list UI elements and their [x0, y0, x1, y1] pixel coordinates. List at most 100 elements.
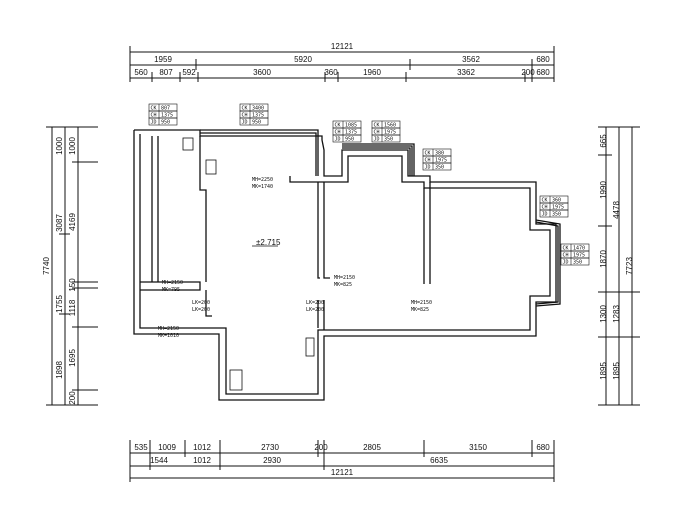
top-dim: 680 [536, 68, 550, 77]
opening-key: JD [242, 120, 248, 126]
opening-key: CH [542, 205, 548, 211]
top-dim: 3562 [462, 55, 480, 64]
door-label: MK=825 [334, 282, 352, 288]
left-dim: 1898 [55, 361, 64, 379]
left-dim: 4169 [68, 213, 77, 231]
top-total-dim: 12121 [331, 42, 354, 51]
opening-value: 3400 [252, 106, 264, 112]
opening-key: JD [425, 165, 431, 171]
opening-value: 350 [573, 260, 582, 266]
top-dim: 1959 [154, 55, 172, 64]
left-total-dim: 7740 [42, 257, 51, 275]
opening-key: CK [542, 198, 548, 204]
door-label: MK=1740 [252, 184, 273, 190]
opening-value: 1375 [252, 113, 264, 119]
opening-key: CK [242, 106, 248, 112]
opening-key: CH [563, 253, 569, 259]
right-dimension-text: 665 1990 1870 1300 1895 4478 1283 1895 7… [599, 134, 634, 380]
bottom-dim: 3150 [469, 443, 487, 452]
opening-value: 1470 [573, 246, 585, 252]
opening-key: CK [425, 151, 431, 157]
opening-value: 380 [435, 151, 444, 157]
left-dim: 3087 [55, 214, 64, 232]
opening-value: 1975 [573, 253, 585, 259]
bottom-dim: 680 [536, 443, 550, 452]
door-label: MK=1010 [158, 333, 179, 339]
door-labels: MH=2250 MK=1740 MH=2150 MK=825 MH=2150 M… [158, 177, 432, 339]
level-mark: ±2.715 [252, 238, 281, 247]
left-dim: 150 [68, 278, 77, 292]
door-label: MH=2150 [158, 326, 179, 332]
wall-outlines [133, 129, 561, 401]
door-label: MK=825 [411, 307, 429, 313]
right-dim: 1990 [599, 181, 608, 199]
left-dim: 1695 [68, 349, 77, 367]
opening-value: 1975 [384, 130, 396, 136]
bottom-total-dim: 12121 [331, 468, 354, 477]
opening-key: CK [151, 106, 157, 112]
top-dim: 1960 [363, 68, 381, 77]
opening-value: 950 [161, 120, 170, 126]
opening-value: 807 [161, 106, 170, 112]
door-label: MH=2150 [162, 280, 183, 286]
left-dimension-text: 7740 3087 1755 1898 1000 1000 4169 150 1… [42, 137, 77, 405]
bottom-dimension-text: 535 1009 1012 2730 200 2805 3150 680 154… [134, 443, 550, 477]
opening-value: 1560 [384, 123, 396, 129]
lk-label: LK=200 [192, 307, 210, 313]
opening-key: CH [335, 130, 341, 136]
top-dim: 592 [182, 68, 196, 77]
opening-value: 1375 [161, 113, 173, 119]
opening-key: JD [563, 260, 569, 266]
opening-value: 1085 [345, 123, 357, 129]
opening-key: CK [374, 123, 380, 129]
bottom-dim: 2930 [263, 456, 281, 465]
opening-key: JD [542, 212, 548, 218]
left-dim: 200 [68, 391, 77, 405]
right-dim: 1895 [612, 362, 621, 380]
right-dim: 1895 [599, 362, 608, 380]
bottom-dimension-lines [129, 440, 555, 482]
left-dim: 1000 [55, 137, 64, 155]
top-dim: 200 [521, 68, 535, 77]
lk-label: LK=200 [306, 307, 324, 313]
left-dimension-lines [46, 126, 98, 406]
opening-value: 950 [345, 137, 354, 143]
opening-key: CH [425, 158, 431, 164]
top-dim: 3600 [253, 68, 271, 77]
bottom-dim: 535 [134, 443, 148, 452]
left-dim: 1000 [68, 137, 77, 155]
opening-value: 350 [384, 137, 393, 143]
opening-key: CH [374, 130, 380, 136]
opening-value: 350 [552, 212, 561, 218]
right-dim: 1283 [612, 305, 621, 323]
bottom-dim: 1544 [150, 456, 168, 465]
level-mark-text: ±2.715 [256, 238, 281, 247]
opening-key: JD [151, 120, 157, 126]
top-dim: 360 [324, 68, 338, 77]
door-label: MH=2250 [252, 177, 273, 183]
left-dim: 1118 [68, 299, 77, 316]
left-dim: 1755 [55, 295, 64, 313]
right-dimension-lines [598, 126, 640, 406]
opening-value: 1375 [345, 130, 357, 136]
opening-value: 950 [252, 120, 261, 126]
opening-key: JD [374, 137, 380, 143]
bottom-dim: 2805 [363, 443, 381, 452]
door-label: MH=2150 [411, 300, 432, 306]
bottom-dim: 1012 [193, 456, 211, 465]
bottom-dim: 1009 [158, 443, 176, 452]
right-dim: 4478 [612, 201, 621, 219]
bottom-dim: 2730 [261, 443, 279, 452]
opening-value: 350 [435, 165, 444, 171]
top-dim: 680 [536, 55, 550, 64]
top-dim: 560 [134, 68, 148, 77]
top-dimension-lines [129, 46, 555, 82]
top-dimension-text: 12121 1959 5920 3562 680 560 807 592 360… [134, 42, 550, 77]
